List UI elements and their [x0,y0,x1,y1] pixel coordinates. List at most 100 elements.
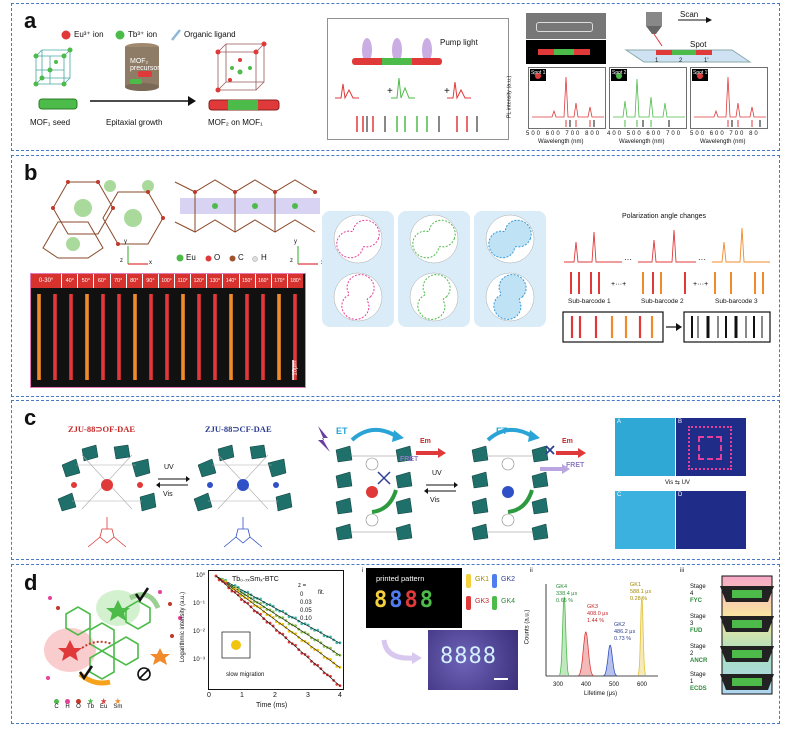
em-label-left: Em [420,438,431,445]
atom-o-label: O [214,253,221,262]
gk3-swatch [466,596,471,610]
gk4-swatch [492,596,497,610]
decay-fit-0 [215,575,341,644]
mof-cage-left [57,444,157,548]
roman-iii: iii [680,568,684,574]
gk2-label: GK2 [501,576,516,583]
spectrum-xticks-3: 500 600 700 80 [690,131,760,137]
legend-c: C [54,698,59,710]
decay-z0: 0 [300,592,304,598]
em-arrow-right [556,448,586,458]
digit-3: 8 [404,588,418,613]
spectrum-xlabel-2: Wavelength (nm) [619,139,665,145]
panel-c-label: c [24,405,37,430]
polarization-spectra: ··· ··· [564,227,770,264]
rod-2 [69,294,73,380]
lifetime-histogram [545,584,658,677]
polar-grid-1-0 [409,214,459,264]
decay-ytick-1: 10⁻¹ [193,601,205,607]
decay-point-3-32 [316,663,320,667]
scan-schematic [624,12,752,63]
atom-o-dot [205,255,212,262]
atom-h-dot [252,256,258,262]
plus-1: + [387,86,393,97]
decay-fit-label: fit. [318,590,325,596]
gk1-label: GK1 [475,576,490,583]
decay-point-3-30 [310,660,313,663]
photo-letter-d: D [678,492,683,498]
decay-point-3-7 [236,593,240,597]
polar-curve-2-0 [488,219,532,259]
spot-tag-1: Spot 1 [531,70,546,76]
polarization-title: Polarization angle changes [622,213,707,220]
right-mof-title: ZJU-88⊃CF-DAE [205,424,272,434]
decay-plot [208,570,344,690]
gk4-label: GK4 [501,598,516,605]
et-schematic-left [318,426,413,541]
atom-h-label: H [261,253,267,262]
rod-4 [101,294,105,380]
hist-xtick-1: 400 [581,682,592,688]
angle-14: 170° [272,274,288,288]
spectrum-xticks-2: 400 500 600 700 [607,131,683,137]
decay-point-3-28 [303,653,307,656]
photo-letter-a: A [617,419,622,425]
decay-point-2-6 [233,587,237,591]
angle-3: 60° [94,274,111,288]
uv-vis-arrows-1 [156,476,190,488]
panel-a-label: a [24,8,37,33]
mof2-rod [208,99,280,111]
rod-3 [85,294,89,380]
polar-grid-1-1 [409,272,459,322]
hist-peak-1 [578,631,594,676]
polar-curve-1-0 [412,219,456,259]
tb-ion-label: Tb³⁺ ion [128,30,158,39]
uv-vis-arrows-2 [424,482,458,494]
et-schematic-right [471,428,555,541]
mof1-seed-cube [33,47,73,87]
panel-a [11,3,780,151]
decay-point-0-17 [268,603,272,606]
sub-barcode-1: Sub-barcode 1 [568,298,611,305]
decay-point-3-4 [227,586,231,590]
decay-point-2-31 [313,648,316,651]
rod-15 [277,294,281,380]
photo-letter-c: C [617,492,622,498]
crystal-structure-left [42,180,165,259]
angle-1: 40° [62,274,79,288]
rod-13 [245,294,249,380]
spectrum-2 [609,67,687,129]
atom-c-dot [229,255,236,262]
legend-o: O [76,698,81,710]
polar-plots [322,211,546,327]
angle-13: 160° [256,274,272,288]
angle-4: 70° [111,274,127,288]
decay-fit-2 [215,575,341,668]
hist-xlabel: Lifetime (μs) [584,691,618,697]
rod-14 [261,294,265,380]
decay-xtick-3: 3 [306,692,310,699]
decay-xtick-4: 4 [338,692,342,699]
decay-ytick-3: 10⁻³ [193,657,205,663]
decay-point-1-30 [310,636,313,640]
spot-tag-2: Spot 2 [612,70,627,76]
axis-z-left: z [120,258,123,264]
spot-label: Spot [690,40,707,49]
atom-c-label: C [238,253,244,262]
photo-b [676,418,746,476]
polar-grid-0-0 [333,214,383,264]
crystal-structure-right [174,179,320,233]
polar-curve-2-1 [493,274,527,320]
spectrum-xlabel-1: Wavelength (nm) [538,139,584,145]
atom-eu-dot [176,254,184,262]
axis-x-left: x [149,260,152,266]
rod-16 [293,294,297,380]
spot-tag-3: Spot 1' [693,70,709,76]
printed-digits: 8 8 8 8 [374,588,433,614]
uv-label-1: UV [164,464,174,471]
hist-xtick-3: 600 [637,682,648,688]
precursor-flask [125,43,159,91]
molecule-legend: C H O Tb Eu Sm [54,698,122,710]
decay-point-3-20 [278,631,281,635]
decay-title: Tb₀.₇ₓSmₓ-BTC [232,576,279,583]
